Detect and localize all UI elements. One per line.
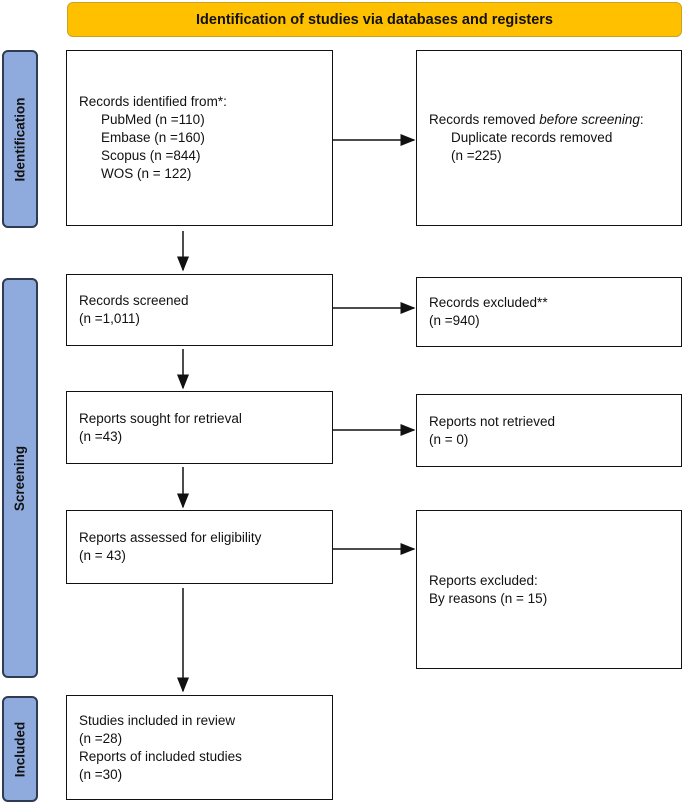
- phase-identification: Identification: [2, 50, 38, 228]
- source-item: PubMed (n =110): [101, 112, 205, 127]
- box-title: Records identified from*:: [79, 94, 227, 109]
- box-title: Reports assessed for eligibility: [79, 530, 262, 545]
- reports-not-retrieved-box: Reports not retrieved (n = 0): [416, 394, 682, 467]
- box-count: (n =940): [429, 313, 480, 328]
- box-count: (n =28): [79, 730, 123, 746]
- box-line: Duplicate records removed: [451, 130, 613, 145]
- reports-excluded-box: Reports excluded: By reasons (n = 15): [416, 510, 682, 669]
- records-excluded-box: Records excluded** (n =940): [416, 277, 682, 347]
- source-item: WOS (n = 122): [101, 166, 192, 181]
- source-item: Embase (n =160): [101, 130, 205, 145]
- box-line: By reasons (n = 15): [429, 590, 548, 606]
- reports-assessed-box: Reports assessed for eligibility (n = 43): [66, 510, 333, 584]
- header-banner: Identification of studies via databases …: [67, 2, 682, 37]
- records-screened-box: Records screened (n =1,011): [66, 274, 333, 346]
- phase-screening: Screening: [2, 278, 38, 678]
- box-title: Reports excluded:: [429, 572, 538, 588]
- box-count: (n =225): [451, 148, 502, 163]
- box-title: Reports not retrieved: [429, 413, 556, 429]
- box-count: (n =1,011): [79, 311, 140, 326]
- box-title: Reports sought for retrieval: [79, 410, 242, 426]
- phase-included: Included: [2, 696, 38, 802]
- studies-included-box: Studies included in review (n =28) Report…: [66, 695, 333, 800]
- box-count: (n =43): [79, 428, 123, 444]
- box-line: Studies included in review: [79, 712, 236, 728]
- records-removed-box: Records removed before screening: Duplic…: [416, 50, 682, 226]
- box-count: (n = 0): [429, 431, 469, 447]
- records-identified-box: Records identified from*: PubMed (n =110…: [66, 50, 333, 226]
- box-title: Records removed before screening:: [429, 112, 644, 127]
- box-title: Records excluded**: [429, 295, 548, 310]
- reports-sought-box: Reports sought for retrieval (n =43): [66, 391, 333, 464]
- box-count: (n =30): [79, 766, 123, 782]
- source-item: Scopus (n =844): [101, 148, 201, 163]
- box-count: (n = 43): [79, 548, 126, 563]
- box-title: Records screened: [79, 293, 189, 308]
- box-line: Reports of included studies: [79, 748, 242, 764]
